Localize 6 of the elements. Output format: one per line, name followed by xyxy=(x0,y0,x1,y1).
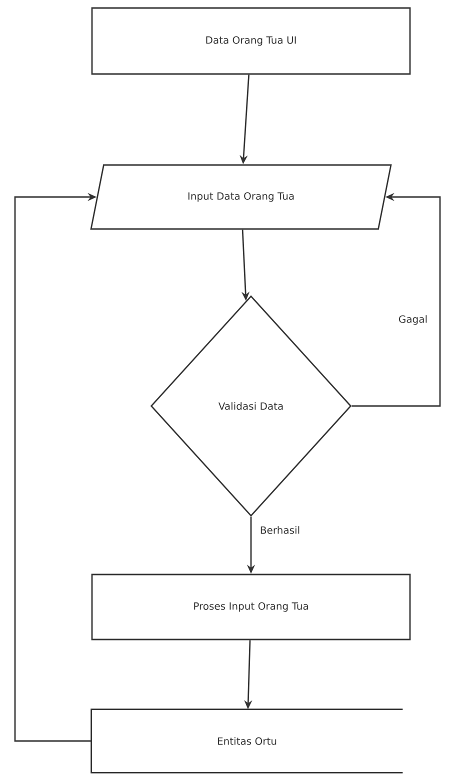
process-box: Proses Input Orang Tua xyxy=(91,574,411,640)
edge-label: Gagal xyxy=(397,314,429,326)
edge-label: Berhasil xyxy=(258,525,302,535)
input-parallelogram: Input Data Orang Tua xyxy=(90,164,392,230)
data-store: Entitas Ortu xyxy=(90,708,403,774)
process-box: Data Orang Tua UI xyxy=(91,7,411,75)
